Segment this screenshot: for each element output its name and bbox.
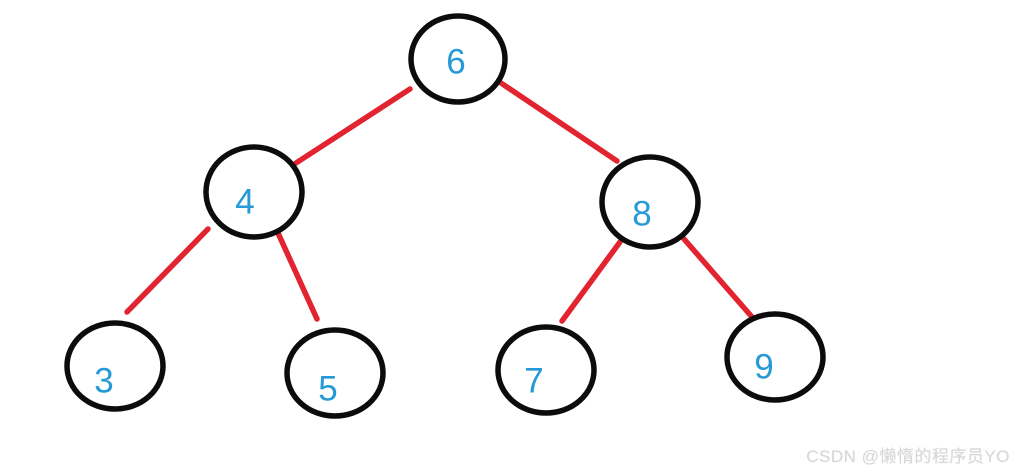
tree-node-5: 5 bbox=[284, 327, 386, 419]
tree-edge-4-5 bbox=[275, 230, 320, 322]
node-label: 5 bbox=[318, 370, 337, 409]
node-circle bbox=[724, 311, 826, 403]
node-circle bbox=[284, 327, 386, 419]
tree-edge-6-8 bbox=[498, 80, 620, 164]
node-circle bbox=[408, 13, 508, 105]
node-circle bbox=[203, 144, 305, 240]
tree-node-8: 8 bbox=[599, 154, 701, 250]
node-label: 8 bbox=[632, 195, 651, 234]
node-circle bbox=[599, 154, 701, 250]
tree-edge-8-9 bbox=[681, 236, 755, 320]
tree-edge-4-3 bbox=[124, 226, 211, 315]
node-label: 4 bbox=[235, 183, 254, 222]
node-label: 9 bbox=[754, 348, 773, 387]
watermark: CSDN @懒惰的程序员YO bbox=[806, 447, 1010, 466]
node-circle bbox=[64, 320, 166, 412]
tree-node-7: 7 bbox=[495, 324, 597, 416]
tree-edge-6-4 bbox=[293, 86, 413, 166]
node-label: 6 bbox=[446, 43, 465, 82]
node-circle bbox=[495, 324, 597, 416]
tree-node-9: 9 bbox=[724, 311, 826, 403]
tree-node-3: 3 bbox=[64, 320, 166, 412]
node-label: 7 bbox=[524, 362, 543, 401]
tree-node-4: 4 bbox=[203, 144, 305, 240]
tree-edge-8-7 bbox=[559, 239, 623, 324]
node-label: 3 bbox=[94, 362, 113, 401]
tree-node-6: 6 bbox=[408, 13, 508, 105]
